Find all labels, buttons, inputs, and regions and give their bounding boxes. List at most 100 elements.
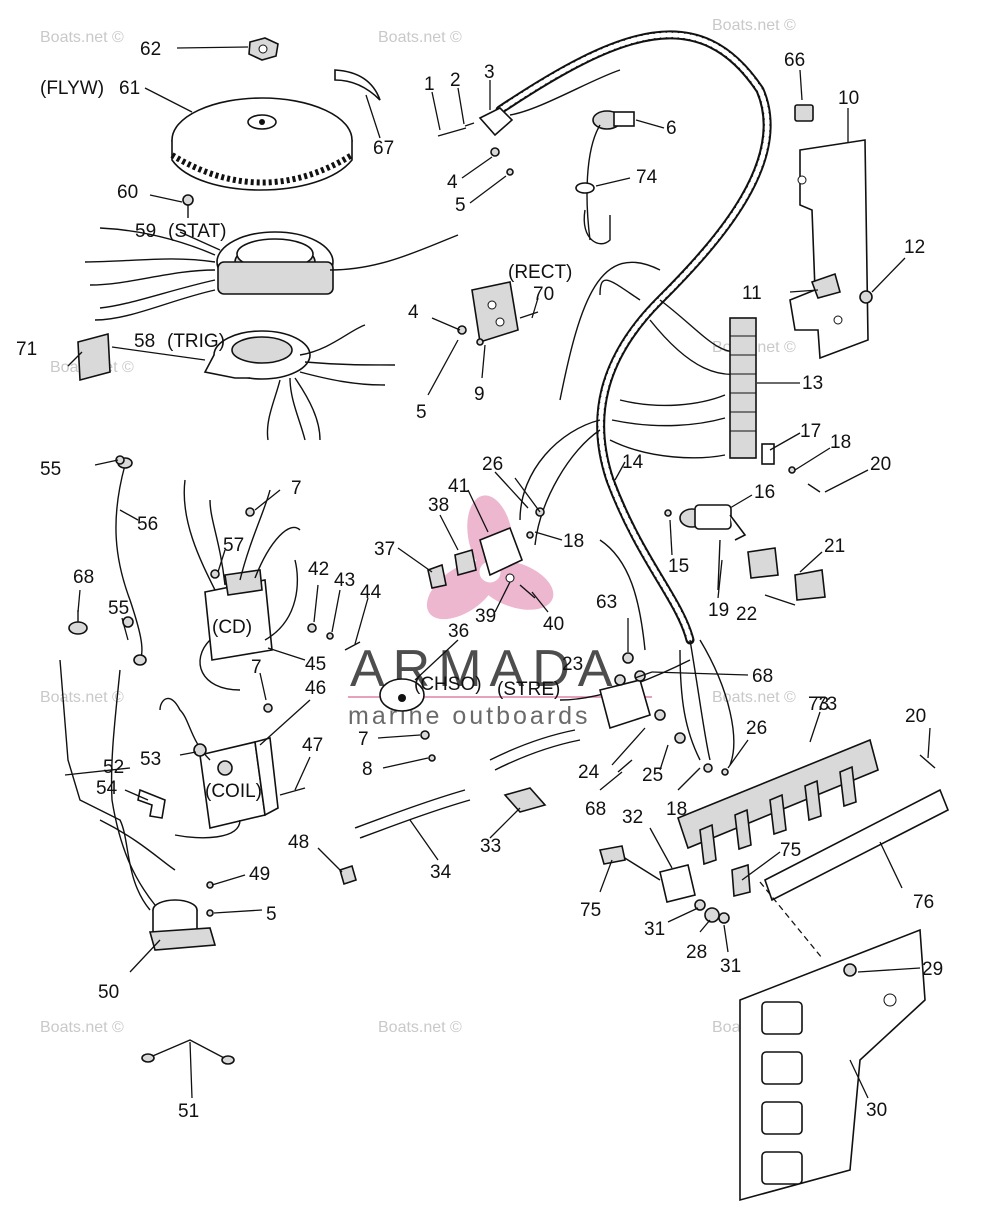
bracket-part [789, 139, 873, 360]
flywheel-key-part [334, 69, 381, 101]
part-label: 18 [563, 531, 584, 552]
part-label: 68 [73, 567, 94, 588]
part-label: 16 [754, 482, 775, 503]
part-label: 24 [578, 762, 600, 783]
part-label: 25 [642, 765, 663, 786]
part-label: 42 [308, 559, 329, 580]
decal-part [77, 332, 111, 382]
part-label: 51 [178, 1101, 199, 1122]
coil-screw-part [279, 787, 306, 796]
part-label: 45 [305, 654, 326, 675]
part-label: 59 [135, 221, 156, 242]
part-label: 38 [428, 495, 449, 516]
part-label: 66 [784, 50, 805, 71]
part-label: 6 [666, 118, 677, 139]
ground-lead-part [115, 457, 147, 666]
terminal-strip-part [677, 738, 879, 866]
part-label: 31 [644, 919, 665, 940]
stator-screw-part [182, 194, 194, 218]
watermark-site: Boats.net © [40, 29, 124, 46]
part-label: 5 [455, 195, 466, 216]
part-label: 1 [424, 74, 435, 95]
part-label: 71 [16, 339, 37, 360]
part-label: 50 [98, 982, 119, 1003]
starter-relay-part [599, 670, 651, 730]
flywheel-nut-part [248, 37, 279, 61]
part-label: 13 [802, 373, 823, 394]
part-label: 39 [475, 606, 496, 627]
watermark-site: Boats.net © [712, 689, 796, 706]
part-label: 73 [816, 694, 837, 715]
part-label: 40 [543, 614, 564, 635]
part-label: 34 [430, 862, 452, 883]
part-label: 5 [416, 402, 427, 423]
part-label: 7 [251, 657, 262, 678]
cap-part [68, 610, 88, 635]
part-label: 3 [484, 62, 495, 83]
part-label: 68 [585, 799, 606, 820]
part-label: 21 [824, 536, 845, 557]
grommet-part [193, 743, 207, 757]
part-label: 29 [922, 959, 943, 980]
jumper-lead-part [141, 1039, 235, 1065]
clip-part [794, 104, 814, 122]
part-label: 36 [448, 621, 469, 642]
part-label: 75 [580, 900, 601, 921]
solenoid-part [59, 659, 217, 951]
part-label: 57 [223, 535, 244, 556]
watermark-site: Boats.net © [378, 29, 462, 46]
watermark-site: Boats.net © [712, 17, 796, 34]
part-label: 62 [140, 39, 161, 60]
part-label: 17 [800, 421, 821, 442]
part-label: 8 [362, 759, 373, 780]
part-label: 53 [140, 749, 161, 770]
part-label: 68 [752, 666, 773, 687]
part-label: 44 [360, 582, 382, 603]
part-label: 52 [103, 757, 124, 778]
choke-solenoid-part [379, 678, 425, 712]
key-plate-part [747, 547, 826, 606]
part-label: 70 [533, 284, 554, 305]
mounting-plate-part [739, 928, 926, 1202]
part-label: 26 [746, 718, 767, 739]
cd-module-part [183, 479, 301, 691]
part-label: 33 [480, 836, 501, 857]
key-switch-part [679, 504, 747, 591]
part-label: 54 [96, 778, 118, 799]
fuse-holder-part [598, 845, 730, 924]
spark-boot-part [137, 788, 166, 819]
part-label: 55 [108, 598, 129, 619]
flywheel-tag-label: (FLYW) [40, 78, 104, 99]
part-label: 20 [870, 454, 891, 475]
terminal-boot-part [503, 787, 547, 813]
wire-clip-part [339, 864, 357, 886]
part-label: 55 [40, 459, 61, 480]
cd-tag-label: (CD) [212, 617, 252, 638]
part-label: 12 [904, 237, 925, 258]
part-label: 60 [117, 182, 138, 203]
part-label: 22 [736, 604, 757, 625]
part-label: 10 [838, 88, 859, 109]
switch-bracket-part [427, 526, 536, 599]
part-label: 32 [622, 807, 643, 828]
part-label: 23 [562, 654, 583, 675]
part-label: 49 [249, 864, 270, 885]
fasteners [115, 147, 936, 917]
kill-switch-plug-part [575, 110, 635, 245]
rectifier-tag-label: (RECT) [508, 262, 572, 283]
part-label: 4 [447, 172, 458, 193]
part-label: 18 [666, 799, 687, 820]
part-label: 2 [450, 70, 461, 91]
part-label: 47 [302, 735, 323, 756]
brand-tagline: marine outboards [348, 702, 591, 730]
watermark-site: Boats.net © [378, 1019, 462, 1036]
part-label: 73 [808, 694, 829, 715]
rectifier-part [471, 281, 539, 344]
part-label: 37 [374, 539, 395, 560]
part-label: 58 [134, 331, 155, 352]
terminal-block-part [729, 317, 775, 465]
part-label: 14 [622, 452, 644, 473]
ignition-coil-part [159, 697, 279, 839]
watermark-site: Boats.net © [40, 689, 124, 706]
